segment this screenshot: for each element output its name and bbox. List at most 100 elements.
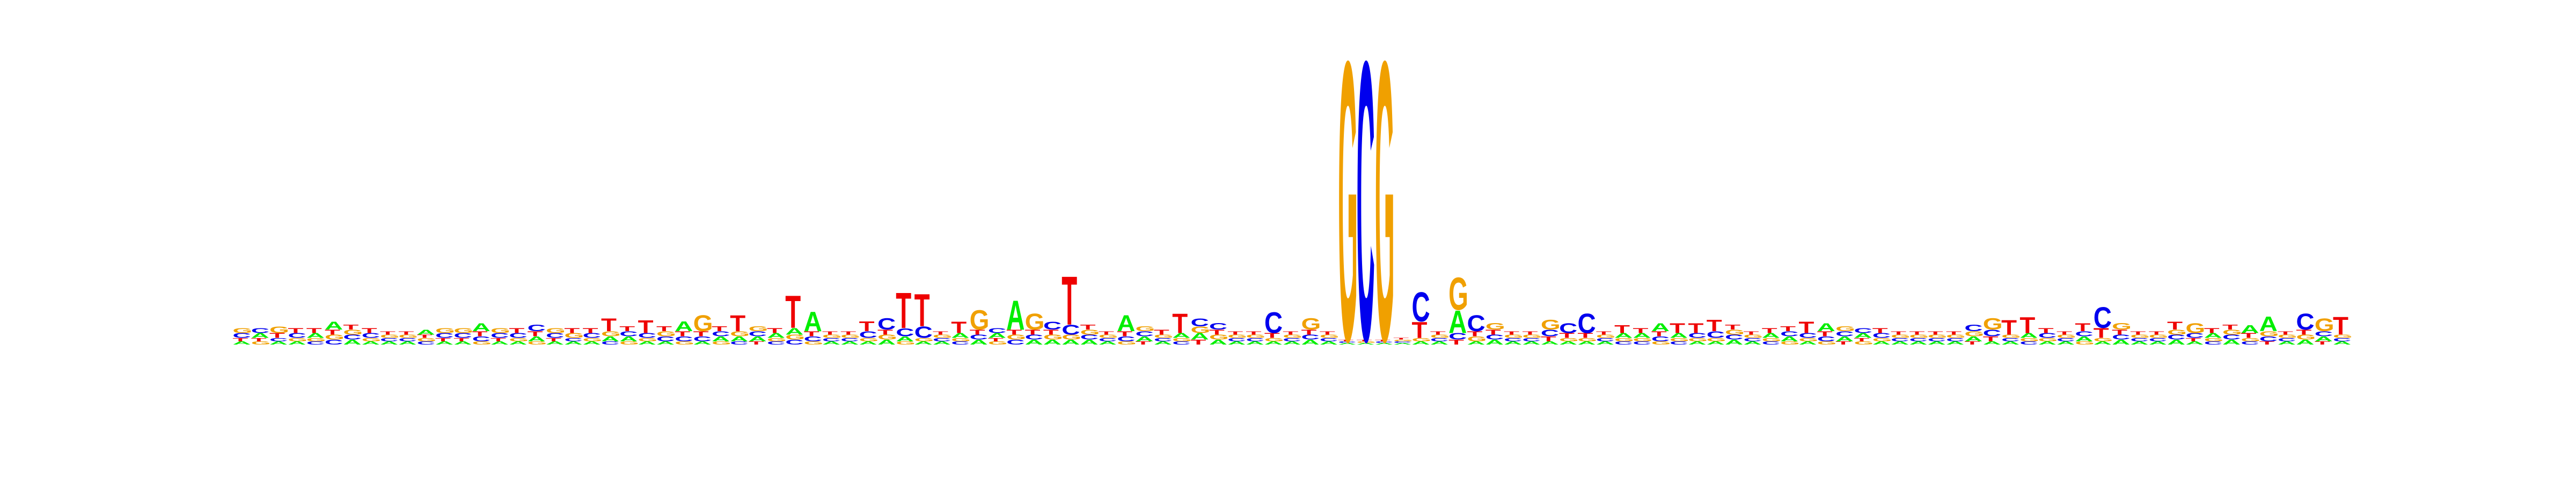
logo-letter-t: T — [1596, 331, 1612, 336]
logo-letter-t: T — [528, 330, 543, 338]
logo-letter-g: G — [1320, 334, 1340, 339]
logo-letter-c: C — [1504, 337, 1522, 342]
logo-letter-a: A — [1725, 339, 1743, 346]
logo-letter-a: A — [2241, 323, 2259, 335]
logo-letter-t: T — [1283, 331, 1298, 336]
logo-letter-g: G — [2296, 334, 2316, 341]
logo-letter-g: G — [1835, 325, 1855, 333]
logo-letter-t: T — [2259, 340, 2275, 346]
logo-letter-a: A — [288, 340, 306, 346]
logo-letter-a: A — [509, 340, 527, 346]
logo-letter-c: C — [749, 330, 767, 338]
logo-letter-t: T — [417, 334, 433, 339]
logo-letter-c: C — [251, 327, 269, 334]
logo-letter-c: C — [1172, 340, 1190, 346]
logo-letter-a: A — [1375, 342, 1393, 345]
logo-letter-g: G — [988, 340, 1008, 346]
logo-letter-g: G — [970, 304, 990, 335]
logo-letter-c: C — [1448, 331, 1467, 341]
logo-letter-c: C — [380, 337, 398, 342]
logo-letter-g: G — [417, 337, 437, 342]
logo-letter-a: A — [1762, 332, 1780, 339]
logo-letter-t: T — [1448, 339, 1464, 346]
logo-letter-a: A — [1983, 340, 2001, 346]
logo-letter-a: A — [583, 340, 601, 346]
logo-letter-a: A — [1485, 339, 1504, 346]
logo-letter-g: G — [1136, 325, 1155, 333]
logo-letter-g: G — [859, 337, 879, 342]
logo-letter-a: A — [362, 340, 380, 346]
logo-letter-c: C — [1891, 337, 1909, 342]
logo-letter-a: A — [2185, 340, 2204, 346]
logo-letter-g: G — [822, 334, 842, 339]
logo-letter-c: C — [1283, 337, 1301, 342]
logo-letter-a: A — [840, 340, 859, 346]
logo-letter-t: T — [1891, 331, 1906, 336]
logo-letter-c: C — [1762, 340, 1780, 346]
logo-letter-g: G — [269, 325, 289, 335]
logo-letter-a: A — [619, 335, 638, 343]
logo-letter-a: A — [896, 335, 914, 343]
logo-letter-t: T — [398, 331, 414, 336]
logo-letter-t: T — [1559, 332, 1575, 339]
logo-letter-a: A — [2112, 339, 2130, 346]
logo-letter-c: C — [1393, 341, 1411, 343]
logo-letter-t: T — [1817, 330, 1833, 338]
logo-letter-g: G — [749, 325, 769, 333]
logo-letter-g: G — [1872, 337, 1892, 342]
logo-letter-g: G — [1099, 334, 1118, 339]
logo-letter-c: C — [491, 332, 509, 339]
logo-letter-t: T — [1154, 328, 1169, 336]
logo-letter-c: C — [1227, 337, 1246, 342]
logo-letter-g: G — [325, 334, 345, 341]
logo-letter-a: A — [2075, 335, 2093, 343]
logo-letter-a: A — [1172, 332, 1190, 339]
logo-letter-g: G — [1633, 337, 1652, 342]
logo-letter-g: G — [380, 334, 400, 339]
logo-letter-a: A — [1633, 332, 1651, 339]
logo-letter-t: T — [435, 337, 451, 342]
logo-letter-a: A — [1136, 335, 1154, 343]
logo-letter-t: T — [1467, 330, 1483, 338]
logo-letter-a: A — [1817, 321, 1835, 334]
logo-letter-g: G — [509, 337, 529, 342]
logo-letter-g: G — [528, 340, 547, 346]
logo-letter-g: G — [2222, 328, 2242, 336]
logo-letter-t: T — [251, 337, 267, 342]
logo-letter-a: A — [933, 340, 951, 346]
logo-letter-g: G — [914, 337, 934, 342]
logo-letter-a: A — [859, 340, 877, 346]
logo-letter-g: G — [1670, 337, 1689, 342]
logo-letter-c: C — [1117, 335, 1135, 343]
logo-letter-a: A — [1928, 340, 1946, 346]
logo-letter-c: C — [2149, 337, 2167, 342]
logo-letter-c: C — [1725, 334, 1743, 341]
logo-letter-c: C — [435, 332, 453, 339]
logo-letter-g: G — [2149, 334, 2169, 339]
logo-letter-g: G — [1375, 0, 1395, 425]
logo-letter-a: A — [251, 332, 269, 339]
logo-letter-t: T — [1209, 328, 1225, 336]
logo-letter-a: A — [1541, 340, 1559, 346]
logo-letter-c: C — [1338, 341, 1356, 343]
logo-letter-c: C — [2001, 337, 2019, 342]
logo-letter-a: A — [1504, 340, 1522, 346]
logo-letter-t: T — [1928, 331, 1943, 336]
logo-letter-a: A — [785, 326, 803, 336]
logo-letter-a: A — [1025, 339, 1043, 346]
logo-letter-g: G — [693, 310, 713, 336]
logo-letter-a: A — [1946, 340, 1964, 346]
logo-letter-a: A — [1154, 340, 1172, 346]
logo-letter-g: G — [1154, 334, 1174, 339]
logo-letter-a: A — [1338, 342, 1356, 345]
logo-letter-a: A — [2167, 339, 2185, 346]
logo-letter-g: G — [1485, 321, 1505, 332]
logo-letter-g: G — [251, 340, 271, 346]
logo-letter-a: A — [822, 340, 840, 346]
logo-letter-a: A — [2094, 340, 2112, 346]
logo-letter-a: A — [1872, 340, 1891, 346]
logo-letter-c: C — [269, 337, 288, 342]
logo-letter-a: A — [1835, 335, 1854, 343]
logo-letter-g: G — [804, 340, 824, 346]
